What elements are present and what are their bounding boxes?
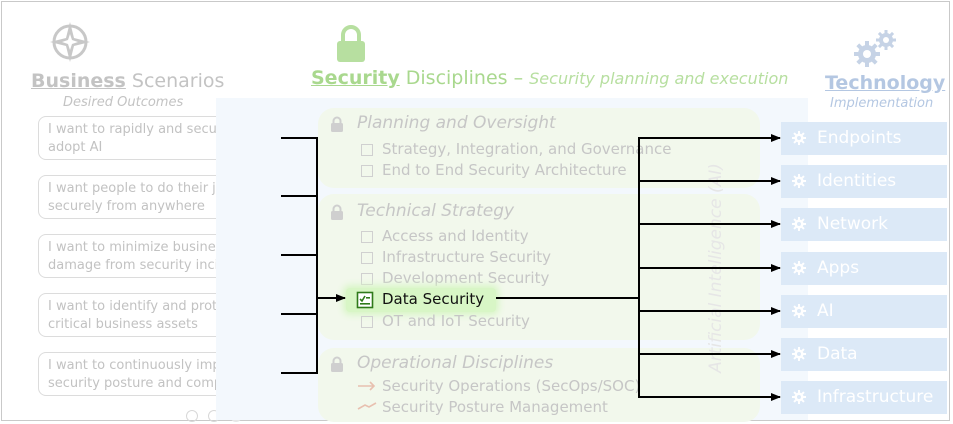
security-subtitle: Security planning and execution: [529, 69, 789, 88]
section-title-technical: Technical Strategy: [357, 201, 515, 221]
item-end-to-end-architecture: End to End Security Architecture: [382, 161, 627, 179]
tech-label: Identities: [817, 171, 897, 191]
checklist-icon: [361, 231, 373, 243]
document-icon: [361, 165, 373, 177]
item-security-posture-management: Security Posture Management: [382, 398, 608, 416]
checklist-icon: [361, 316, 373, 328]
business-title-rest: Scenarios: [125, 70, 225, 92]
item-access-identity: Access and Identity: [382, 227, 529, 245]
item-security-operations: Security Operations (SecOps/SOC): [382, 377, 641, 395]
scenario-4-line-1: I want to identify and protect: [48, 299, 238, 314]
tech-network: Network: [781, 208, 947, 241]
item-infrastructure-security: Infrastructure Security: [382, 248, 552, 266]
tech-endpoints: Endpoints: [781, 122, 947, 155]
scenario-2-line-2: securely from anywhere: [48, 199, 205, 214]
tech-label: Infrastructure: [817, 387, 934, 407]
security-title-bold: Security: [311, 67, 400, 89]
security-disciplines-title: Security Disciplines – Security planning…: [311, 67, 788, 89]
tech-identities: Identities: [781, 165, 947, 198]
scenario-5-line-1: I want to continuously improve: [48, 358, 250, 373]
scenario-3-line-1: I want to minimize business: [48, 240, 230, 255]
technology-subtitle: Implementation: [830, 96, 934, 111]
tech-label: AI: [817, 301, 834, 321]
checklist-icon: [361, 273, 373, 285]
item-data-security: Data Security: [382, 290, 485, 308]
item-strategy-integration-governance: Strategy, Integration, and Governance: [382, 140, 672, 158]
gear-icon: [792, 347, 806, 361]
tools-icon: [357, 402, 377, 410]
panel-planning: [318, 108, 760, 188]
arrows-icon: [358, 381, 376, 391]
padlock-icon: [337, 25, 365, 62]
tech-apps: Apps: [781, 252, 947, 285]
document-icon: [361, 144, 373, 156]
scenario-5-line-2: security posture and compliance: [48, 376, 261, 391]
gear-icon: [792, 217, 806, 231]
item-ot-iot-security: OT and IoT Security: [382, 312, 530, 330]
gear-icon: [792, 261, 806, 275]
checklist-icon: [356, 291, 374, 309]
scenario-2-line-1: I want people to do their job: [48, 181, 232, 196]
security-title-rest: Disciplines: [399, 67, 508, 89]
padlock-icon: [331, 116, 343, 132]
padlock-icon: [331, 356, 343, 372]
business-scenarios-title: Business Scenarios: [31, 70, 224, 92]
carousel-dot: [186, 410, 198, 422]
tech-ai: AI: [781, 295, 947, 328]
business-title-bold: Business: [31, 70, 126, 92]
gear-icon: [792, 390, 806, 404]
gear-icon: [792, 304, 806, 318]
business-subtitle: Desired Outcomes: [63, 95, 184, 110]
tech-label: Endpoints: [817, 128, 902, 148]
scenario-4-line-2: critical business assets: [48, 317, 198, 332]
scenario-3-line-2: damage from security incidents: [48, 258, 255, 273]
technology-title: Technology: [825, 72, 946, 94]
security-title-dash: –: [507, 67, 530, 89]
tech-label: Data: [817, 344, 858, 364]
scenario-1-line-1: I want to rapidly and securely: [48, 122, 242, 137]
scenario-1-line-2: adopt AI: [48, 140, 103, 155]
tech-data: Data: [781, 338, 947, 371]
tech-label: Apps: [817, 258, 860, 278]
checklist-icon: [361, 252, 373, 264]
padlock-icon: [331, 204, 343, 220]
section-title-planning: Planning and Oversight: [357, 113, 556, 133]
tech-infrastructure: Infrastructure: [781, 381, 947, 414]
section-title-operational: Operational Disciplines: [357, 353, 554, 373]
gear-icon: [792, 131, 806, 145]
panel-operational: [318, 348, 760, 422]
gears-icon: [854, 30, 896, 67]
gear-icon: [792, 174, 806, 188]
item-development-security: Development Security: [382, 269, 550, 287]
tech-label: Network: [817, 214, 888, 234]
compass-icon: [50, 22, 90, 62]
